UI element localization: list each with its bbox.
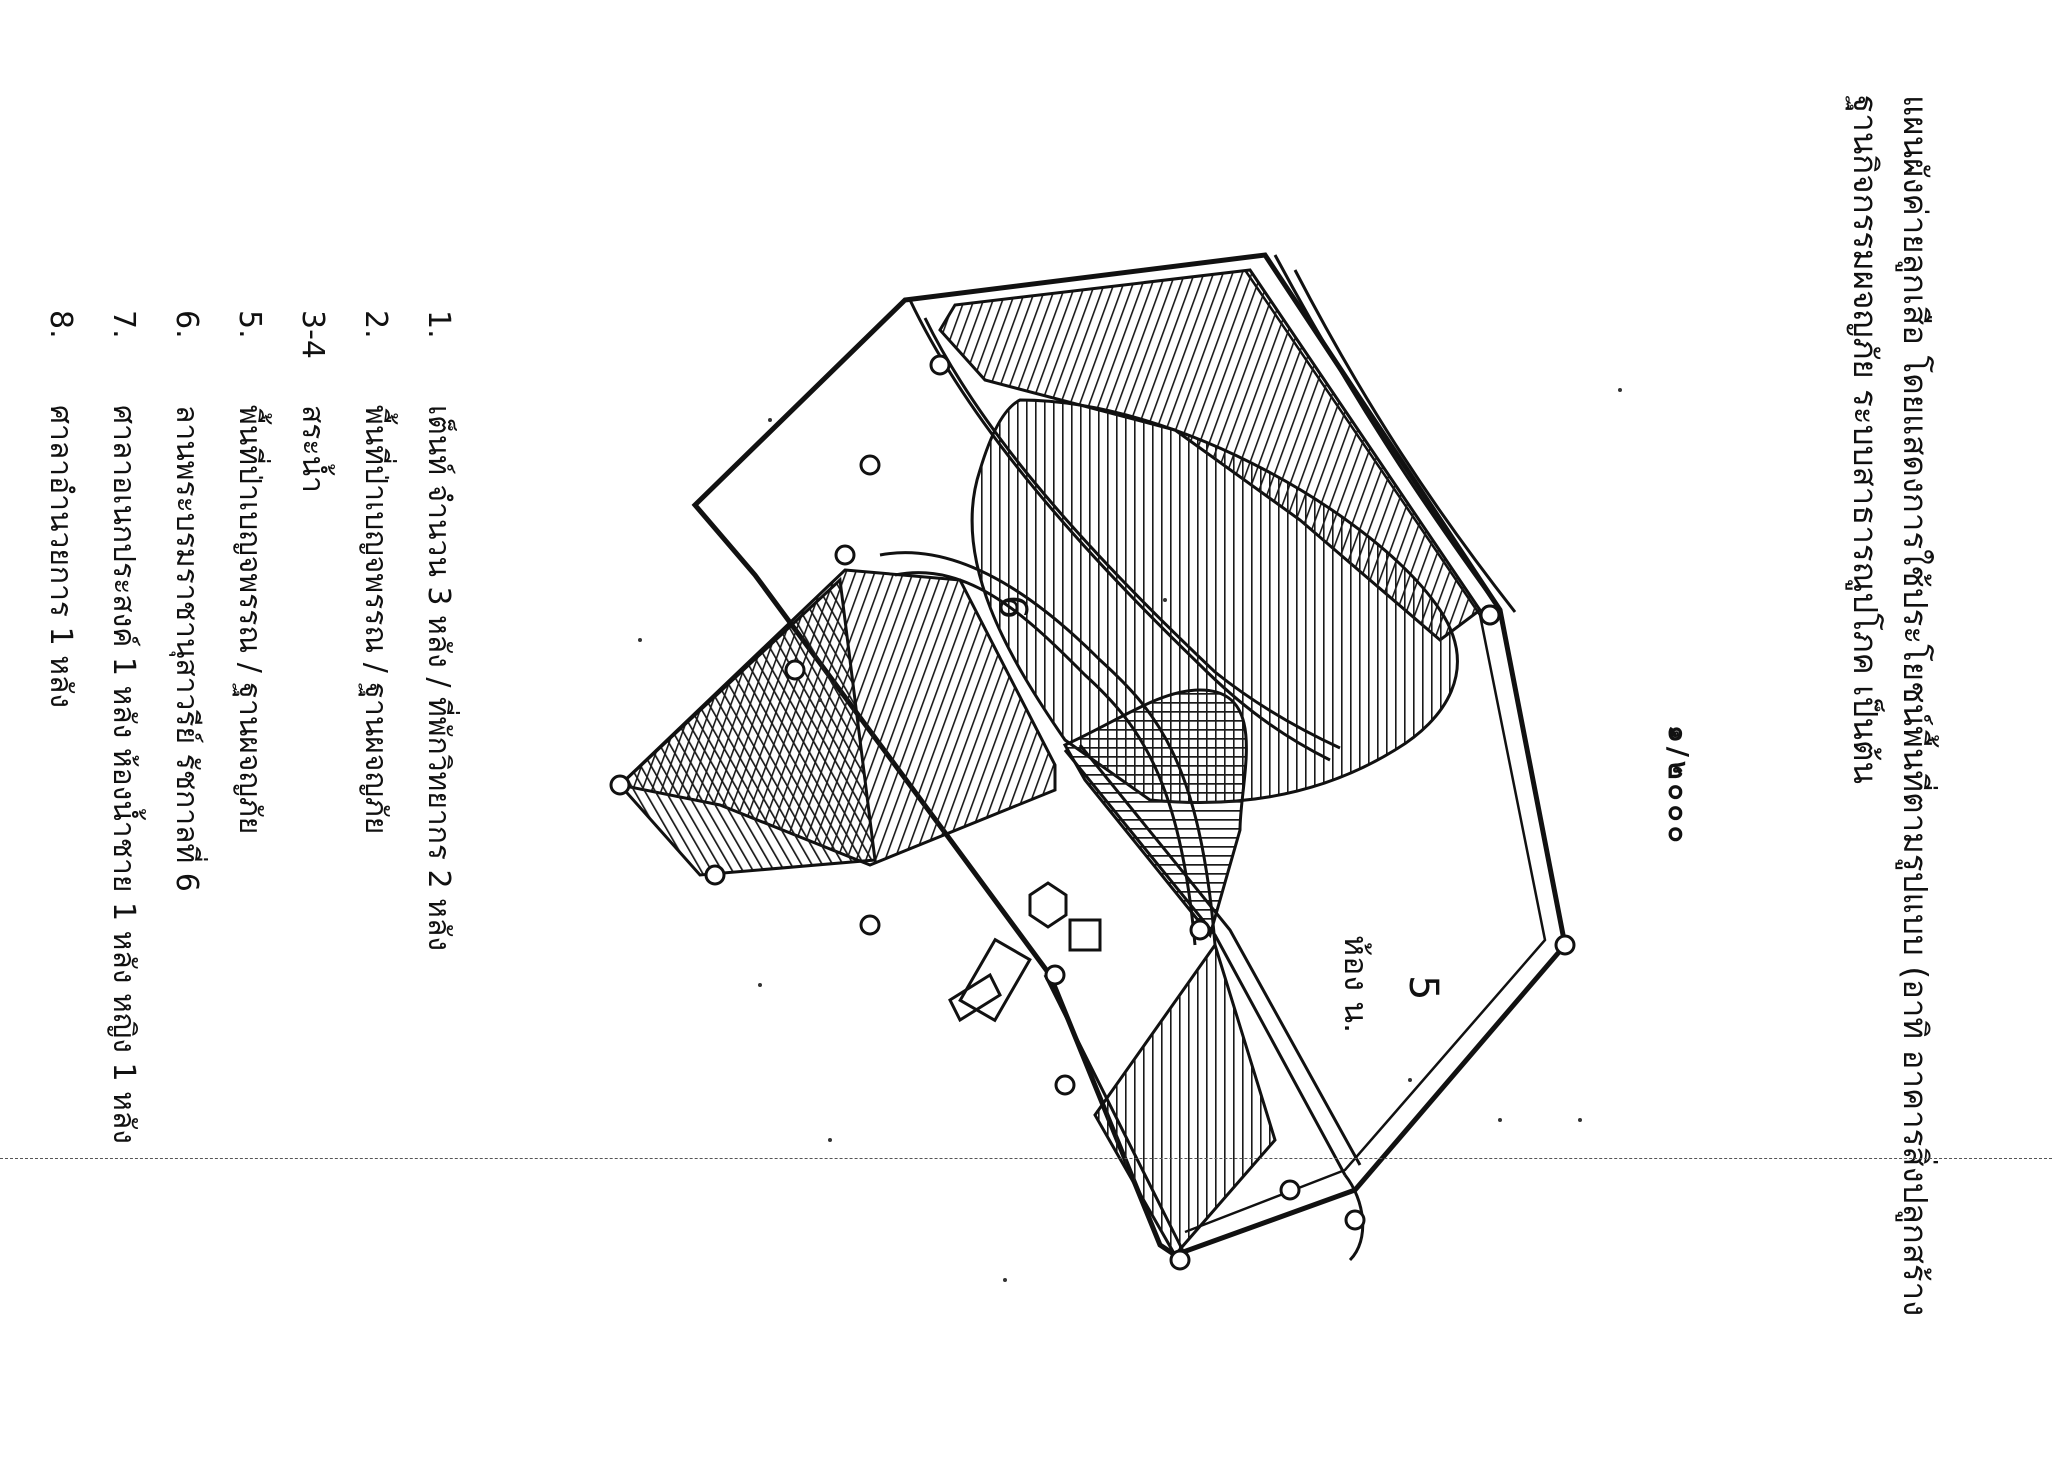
parcel-bottom-triangle bbox=[617, 576, 877, 877]
legend-number: 7. bbox=[106, 310, 141, 339]
legend-label: ลานพระบรมราชานุสาวรีย์ รัชกาลที่ 6 bbox=[169, 405, 204, 892]
legend-item: 8. ศาลาอำนวยการ 1 หลัง bbox=[29, 310, 92, 1144]
legend-label: พื้นที่ป่าเบญจพรรณ / ฐานผจญภัย bbox=[232, 405, 267, 835]
parcel-lower-left bbox=[1062, 688, 1248, 939]
legend-label: สระน้ำ bbox=[295, 405, 330, 493]
legend-label: พื้นที่ป่าเบญจพรรณ / ฐานผจญภัย bbox=[358, 405, 393, 835]
legend-number: 6. bbox=[169, 310, 204, 339]
roads bbox=[879, 254, 1517, 1262]
legend-item: 3-4 สระน้ำ bbox=[281, 310, 344, 1144]
legend-item: 2. พื้นที่ป่าเบญจพรรณ / ฐานผจญภัย bbox=[344, 310, 407, 1144]
legend-item: 6. ลานพระบรมราชานุสาวรีย์ รัชกาลที่ 6 bbox=[155, 310, 218, 1144]
legend-label: ศาลาอำนวยการ 1 หลัง bbox=[43, 405, 78, 709]
parcel-label-6: 6 bbox=[991, 595, 1035, 619]
legend-item: 1. เต็นท์ จำนวน 3 หลัง / ที่พักวิทยากร 2… bbox=[407, 310, 470, 1144]
legend-item: 5. พื้นที่ป่าเบญจพรรณ / ฐานผจญภัย bbox=[218, 310, 281, 1144]
legend-number: 2. bbox=[358, 310, 393, 339]
fold-line bbox=[0, 1158, 2052, 1159]
legend-number: 1. bbox=[421, 310, 456, 339]
hatched-parcels bbox=[616, 268, 1483, 1258]
legend-label: ศาลาอเนกประสงค์ 1 หลัง ห้องน้ำชาย 1 หลัง… bbox=[106, 405, 141, 1144]
legend-label: เต็นท์ จำนวน 3 หลัง / ที่พักวิทยากร 2 หล… bbox=[421, 405, 456, 951]
map-title: แผนผังค่ายลูกเสือ โดยแสดงการใช้ประโยชน์พ… bbox=[1840, 95, 1940, 1316]
area-note: ห้อง น. bbox=[1337, 935, 1375, 1033]
parcel-large-oval bbox=[970, 398, 1459, 805]
boundary-markers bbox=[609, 354, 1576, 1271]
scan-noise bbox=[638, 168, 1912, 1282]
map-scale: ๑/๒๐๐๐ bbox=[1662, 725, 1695, 847]
title-line-1: แผนผังค่ายลูกเสือ โดยแสดงการใช้ประโยชน์พ… bbox=[1896, 95, 1935, 1317]
buildings bbox=[948, 881, 1102, 1023]
title-line-2: ฐานกิจกรรมผจญภัย ระบบสาธารณูปโภค เป็นต้น bbox=[1846, 95, 1885, 784]
legend-number: 3-4 bbox=[295, 310, 330, 359]
legend-number: 5. bbox=[232, 310, 267, 339]
map-legend: 1. เต็นท์ จำนวน 3 หลัง / ที่พักวิทยากร 2… bbox=[29, 310, 470, 1144]
parcel-label-5: 5 bbox=[1400, 975, 1446, 1000]
legend-number: 8. bbox=[43, 310, 78, 339]
legend-item: 7. ศาลาอเนกประสงค์ 1 หลัง ห้องน้ำชาย 1 ห… bbox=[92, 310, 155, 1144]
